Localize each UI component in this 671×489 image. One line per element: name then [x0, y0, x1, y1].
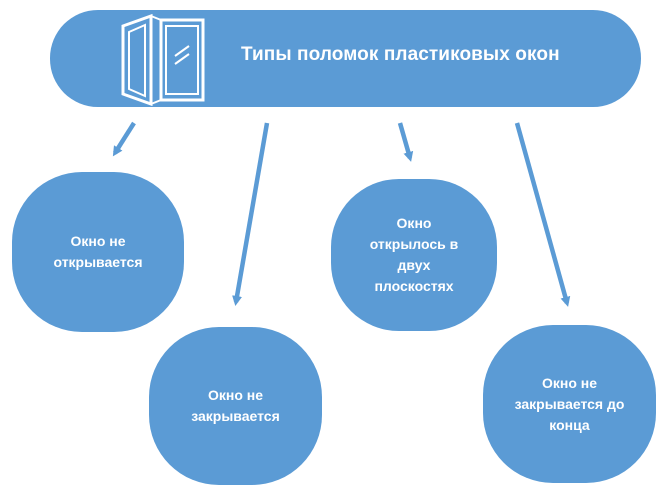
arrow-to-opened-two-planes — [397, 122, 414, 162]
node-not-opening: Окно не открывается — [12, 172, 184, 332]
diagram-title: Типы поломок пластиковых окон — [241, 44, 560, 65]
arrow-to-not-opening — [112, 121, 136, 157]
arrow-to-not-closing — [232, 122, 270, 306]
node-label: Окно не закрывается до конца — [514, 374, 625, 433]
plastic-window-icon — [121, 13, 205, 106]
node-label: Окно не открывается — [53, 233, 143, 270]
arrow-to-not-closing-fully — [514, 122, 571, 307]
node-not-closing: Окно не закрывается — [149, 327, 322, 485]
node-opened-two-planes: Окно открылось в двух плоскостях — [331, 179, 497, 331]
node-not-closing-fully: Окно не закрывается до конца — [483, 325, 656, 483]
node-label: Окно не закрывается — [191, 387, 280, 424]
node-label: Окно открылось в двух плоскостях — [369, 215, 459, 294]
